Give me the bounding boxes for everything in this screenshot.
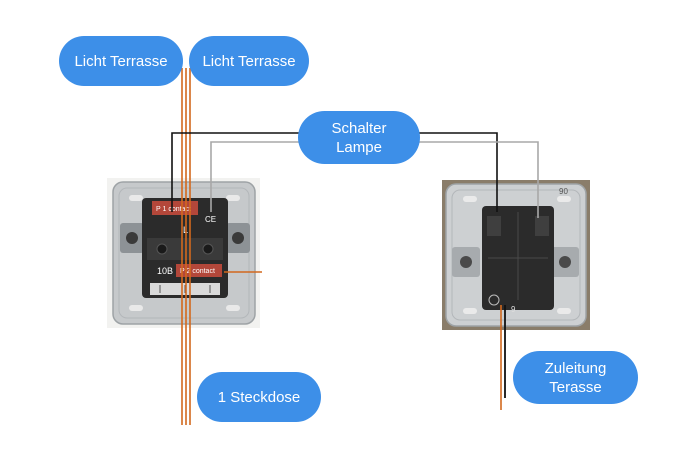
- right-terminal-number: 9: [511, 305, 516, 314]
- right-switch: 90 9: [442, 180, 590, 330]
- socket-label: 1 Steckdose: [197, 372, 321, 422]
- light-terrace-left-label: Licht Terrasse: [59, 36, 183, 86]
- left-contact-2-label: P 2 contact: [180, 268, 215, 275]
- left-contact-1-label: P 1 contact: [156, 206, 191, 213]
- switch-lamp-label: Schalter Lampe: [298, 111, 420, 164]
- left-contact-2-label-bg: [176, 264, 222, 277]
- ce-mark: CE: [205, 215, 216, 224]
- left-switch-code: 10B: [157, 266, 173, 276]
- right-corner-code: 90: [559, 187, 568, 196]
- supply-terrace-label: Zuleitung Terasse: [513, 351, 638, 404]
- light-terrace-right-label: Licht Terrasse: [189, 36, 309, 86]
- left-switch: P 1 contact P 2 contact 10B L CE: [107, 178, 262, 328]
